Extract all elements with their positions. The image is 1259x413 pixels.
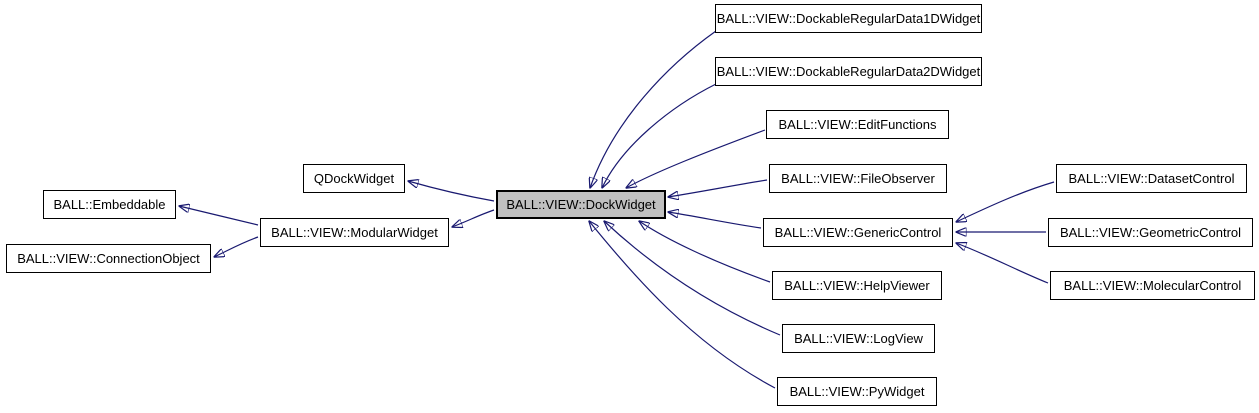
node-qdockwidget[interactable]: QDockWidget — [303, 164, 405, 193]
edge-modularwidget-to-embeddable — [179, 206, 259, 226]
edge-modularwidget-to-connectionobject — [214, 236, 259, 257]
node-py-widget[interactable]: BALL::VIEW::PyWidget — [777, 377, 937, 406]
edge-dockable2d-to-dockwidget — [602, 83, 717, 188]
node-dockable-regular-data-2d-widget[interactable]: BALL::VIEW::DockableRegularData2DWidget — [715, 57, 982, 86]
edge-dockwidget-to-modularwidget — [452, 209, 495, 227]
node-dataset-control[interactable]: BALL::VIEW::DatasetControl — [1056, 164, 1247, 193]
node-help-viewer[interactable]: BALL::VIEW::HelpViewer — [772, 271, 942, 300]
edge-dockable1d-to-dockwidget — [590, 30, 717, 188]
edge-helpviewer-to-dockwidget — [639, 221, 771, 283]
edge-molecularcontrol-to-genericcontrol — [956, 243, 1049, 284]
edge-logview-to-dockwidget — [604, 221, 781, 336]
node-modular-widget[interactable]: BALL::VIEW::ModularWidget — [260, 218, 449, 247]
edge-editfunctions-to-dockwidget — [626, 129, 766, 188]
edge-genericcontrol-to-dockwidget — [668, 212, 762, 229]
edge-fileobserver-to-dockwidget — [668, 179, 768, 197]
node-molecular-control[interactable]: BALL::VIEW::MolecularControl — [1050, 271, 1255, 300]
edge-datasetcontrol-to-genericcontrol — [956, 181, 1055, 222]
node-connection-object[interactable]: BALL::VIEW::ConnectionObject — [6, 244, 211, 273]
node-embeddable[interactable]: BALL::Embeddable — [43, 190, 176, 219]
node-geometric-control[interactable]: BALL::VIEW::GeometricControl — [1048, 218, 1253, 247]
node-dockable-regular-data-1d-widget[interactable]: BALL::VIEW::DockableRegularData1DWidget — [715, 4, 982, 33]
edge-dockwidget-to-qdockwidget — [408, 181, 495, 202]
edge-pywidget-to-dockwidget — [589, 221, 776, 389]
node-edit-functions[interactable]: BALL::VIEW::EditFunctions — [766, 110, 949, 139]
node-file-observer[interactable]: BALL::VIEW::FileObserver — [769, 164, 947, 193]
node-log-view[interactable]: BALL::VIEW::LogView — [782, 324, 935, 353]
node-dock-widget: BALL::VIEW::DockWidget — [496, 190, 666, 219]
node-generic-control[interactable]: BALL::VIEW::GenericControl — [763, 218, 953, 247]
